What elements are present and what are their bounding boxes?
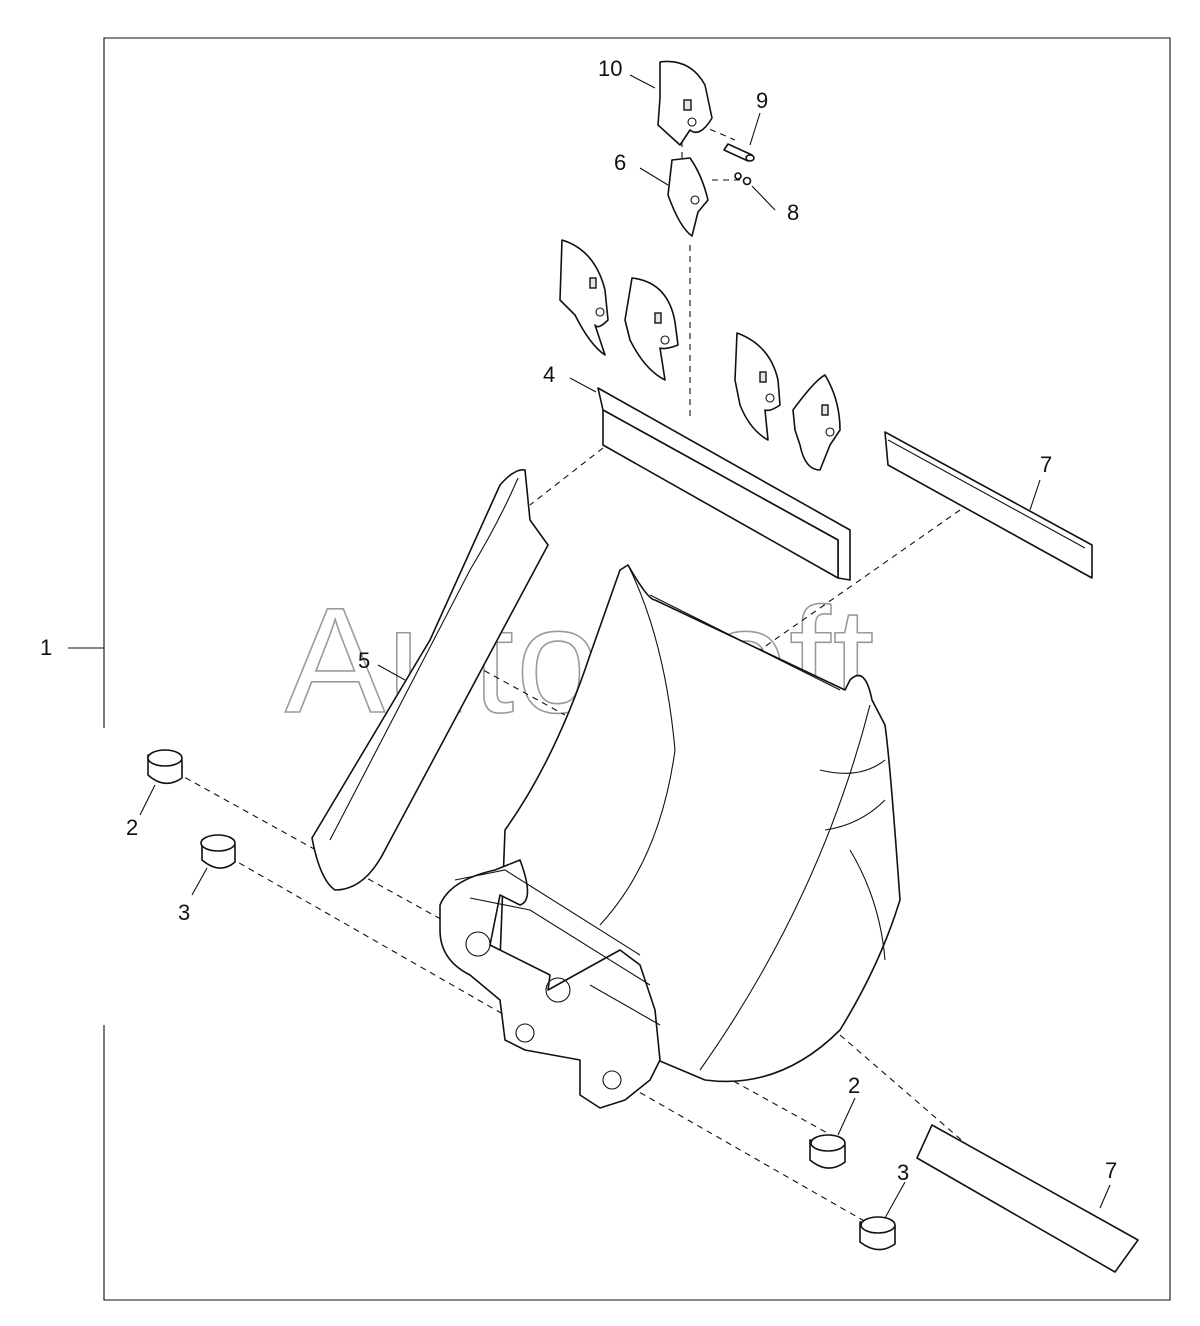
bushing-part-3-upper [200,834,236,869]
bucket-teeth-row [559,239,841,471]
callout-2-upper: 2 [126,815,138,840]
callout-7-upper: 7 [1040,452,1052,477]
callout-2-lower: 2 [848,1073,860,1098]
mounting-bracket [439,859,661,1109]
tooth-adapter-part-6 [667,157,709,237]
side-cutter-part-7-upper [884,431,1093,579]
callout-labels: 1 2 3 4 5 6 7 7 8 9 10 2 3 [40,56,1117,1185]
leader-lines [139,74,1111,1219]
retainer-part-8 [734,172,752,186]
callout-3-upper: 3 [178,900,190,925]
bushing-part-2-upper [147,749,183,785]
bucket-tooth-part-10 [657,60,713,146]
tooth-3 [734,332,781,441]
tooth-2 [624,277,679,381]
callout-3-lower: 3 [897,1160,909,1185]
assembly-frame [68,37,1171,1301]
cutting-edge-part-4 [597,387,851,581]
callout-5: 5 [358,648,370,673]
callout-8: 8 [787,200,799,225]
bushing-part-2-lower [809,1134,846,1169]
callout-1: 1 [40,635,52,660]
bushing-part-3-lower [859,1216,896,1251]
callout-7-lower: 7 [1105,1158,1117,1183]
side-plate-part-5 [311,468,549,891]
callout-9: 9 [756,88,768,113]
callout-4: 4 [543,362,555,387]
pin-part-9 [723,143,755,162]
tooth-4 [792,374,841,471]
side-cutter-part-7-lower [916,1124,1139,1273]
callout-10: 10 [598,56,622,81]
callout-6: 6 [614,150,626,175]
tooth-1 [559,239,609,356]
bucket-body [499,564,901,1083]
